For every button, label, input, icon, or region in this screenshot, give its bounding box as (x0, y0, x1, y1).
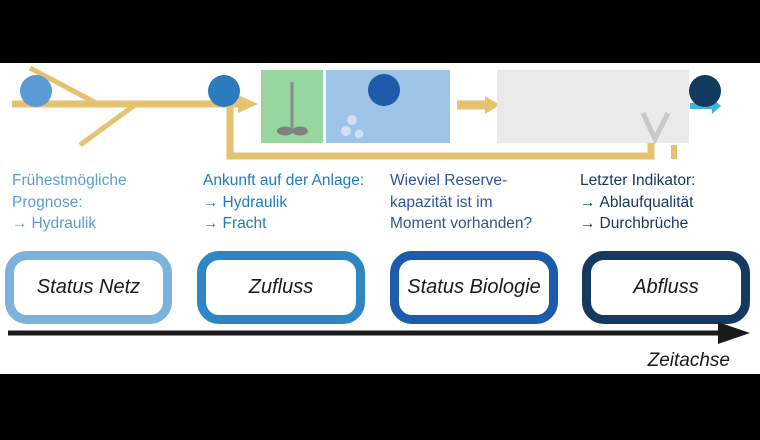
stage-label: Abfluss (633, 276, 699, 298)
air-bubble-icon (354, 129, 364, 139)
stage-box-zufluss: Zufluss (197, 251, 365, 324)
annotation-text: Letzter Indikator: (580, 172, 696, 189)
v-notch-weir-icon (640, 111, 671, 145)
mixer-blade-right-icon (292, 126, 308, 136)
air-bubble-icon (341, 126, 351, 136)
bypass-return-line (226, 107, 655, 160)
stage-box-status-netz: Status Netz (5, 251, 172, 324)
inlet-arrow-icon (238, 95, 258, 113)
bullet-item: → Hydraulik (12, 213, 194, 235)
bullet-item: → Durchbrüche (580, 213, 760, 235)
arrow-right-icon: → (203, 215, 218, 232)
arrow-right-icon: → (203, 193, 218, 211)
annotation-text: Wieviel Reserve- (390, 172, 508, 189)
inflow-sensor-node (208, 75, 240, 107)
air-bubble-icon (347, 115, 357, 125)
annotation-zufluss: Ankunft auf der Anlage: → Hydraulik → Fr… (203, 170, 393, 235)
bullet-label: Hydraulik (31, 215, 97, 232)
bullet-label: Durchbrüche (599, 215, 689, 232)
network-sensor-node (20, 75, 52, 107)
arrow-right-icon: → (12, 215, 27, 232)
bottom-letterbox-bar (0, 374, 760, 440)
treatment-plant-flow-diagram (12, 65, 721, 160)
stage-label: Status Netz (36, 276, 141, 298)
annotation-status-biologie: Wieviel Reserve- kapazität ist im Moment… (390, 170, 580, 235)
annotation-text: Moment vorhanden? (390, 215, 533, 232)
arrow-right-icon: → (580, 193, 595, 211)
sewer-branch-line-upper (28, 65, 100, 107)
time-axis-arrowhead-icon (718, 322, 750, 344)
bullet-label: Ablaufqualität (599, 193, 694, 211)
annotation-text: Frühestmögliche (12, 172, 127, 189)
bullet-item: → Fracht (203, 213, 393, 235)
arrow-right-icon: → (580, 215, 595, 232)
flow-arrow-icon (485, 96, 500, 114)
time-axis-label: Zeitachse (647, 350, 730, 371)
effluent-sensor-node (689, 75, 721, 107)
bullet-label: Hydraulik (222, 193, 288, 211)
bullet-item: → Ablaufqualität (580, 192, 760, 214)
annotation-text: Prognose: (12, 193, 83, 211)
bullet-label: Fracht (222, 215, 267, 232)
stage-label: Status Biologie (407, 276, 541, 298)
bullet-item: → Hydraulik (203, 192, 393, 214)
annotation-text: kapazität ist im (390, 193, 493, 211)
biology-sensor-node (368, 74, 400, 106)
annotation-abfluss: Letzter Indikator: → Ablaufqualität → Du… (580, 170, 760, 235)
sewer-branch-line-lower (78, 102, 137, 148)
stage-box-status-biologie: Status Biologie (390, 251, 558, 324)
mixer-blade-left-icon (277, 126, 293, 136)
top-letterbox-bar (0, 0, 760, 63)
annotation-text: Ankunft auf der Anlage: (203, 172, 365, 189)
stage-box-abfluss: Abfluss (582, 251, 750, 324)
time-axis-arrow (8, 322, 750, 344)
annotation-status-netz: Frühestmögliche Prognose: → Hydraulik (12, 170, 194, 235)
stage-label: Zufluss (248, 276, 314, 298)
